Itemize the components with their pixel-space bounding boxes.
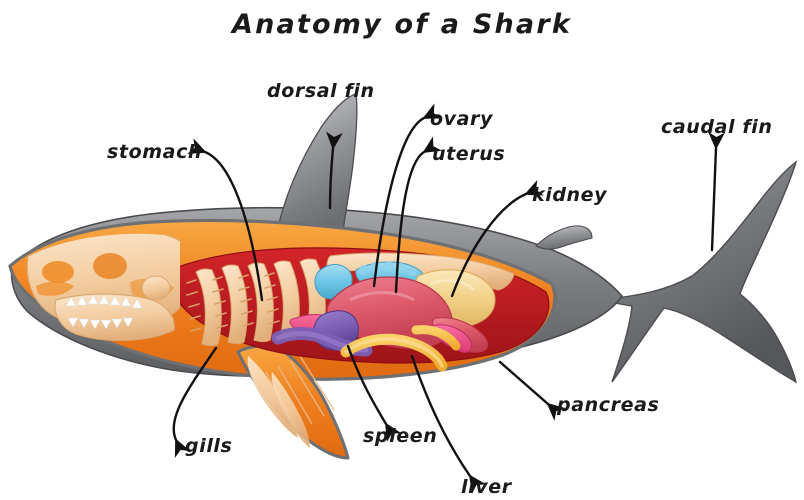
pancreas-organ — [340, 325, 461, 372]
dorsal-fin-shape — [275, 93, 358, 239]
label-dorsal-fin: dorsal fin — [267, 80, 375, 102]
diagram-title: Anatomy of a Shark — [230, 9, 572, 40]
leader-liver — [410, 354, 486, 494]
leader-stomach — [187, 138, 264, 302]
caudal-fin-shape — [597, 160, 798, 384]
leader-pancreas — [498, 360, 566, 421]
label-stomach: stomach — [107, 141, 202, 163]
label-liver: liver — [461, 476, 513, 498]
body-cavity-outline — [174, 247, 550, 364]
label-kidney: kidney — [532, 184, 608, 206]
pectoral-fin-shape — [236, 344, 350, 460]
leader-gills — [172, 346, 218, 458]
label-gills: gills — [185, 435, 232, 457]
second-dorsal-fin-shape — [535, 225, 593, 250]
label-pancreas: pancreas — [556, 394, 659, 416]
leader-lines — [172, 103, 726, 494]
label-spleen: spleen — [363, 425, 437, 447]
leader-kidney — [450, 180, 544, 298]
jaw-and-teeth — [54, 293, 175, 341]
label-ovary: ovary — [430, 108, 494, 130]
leader-dorsal-fin — [326, 131, 343, 210]
leader-caudal-fin — [708, 131, 726, 252]
label-caudal-fin: caudal fin — [661, 116, 772, 138]
label-uterus: uterus — [432, 143, 505, 165]
leader-uterus — [394, 136, 442, 294]
leader-spleen — [346, 344, 402, 442]
leader-ovary — [372, 103, 442, 288]
